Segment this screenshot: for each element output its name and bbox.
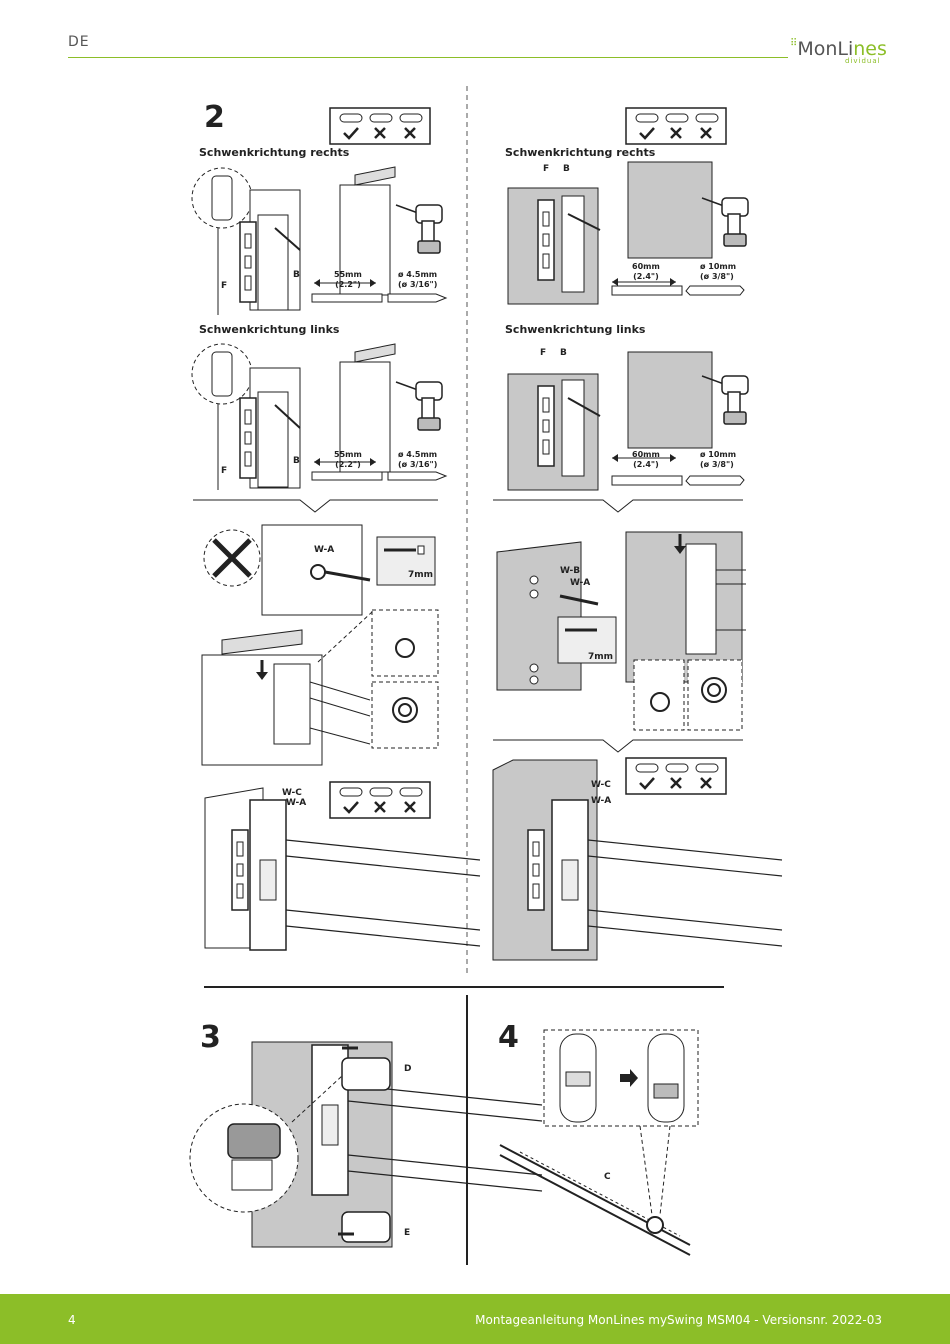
swivel-left-heading-concrete: Schwenkrichtung links [505,323,646,336]
swivel-right-heading-wood: Schwenkrichtung rechts [199,146,350,159]
brand-main: MonLi [797,38,854,60]
screw-wb-label: W-B [560,566,581,576]
instruction-illustrations [189,86,783,1265]
page-number: 4 [68,1313,76,1327]
language-code: DE [68,34,90,50]
concrete-distance: 60mm(2.4") [632,262,660,281]
footer-bar [0,1294,950,1344]
wood-drill-size-left: ø 4.5mm(ø 3/16") [398,450,438,469]
depth-label: 7mm [408,570,434,580]
screw-wc-label-concrete: W-C [591,780,611,790]
wood-drill-size: ø 4.5mm(ø 3/16") [398,270,438,289]
label-f: F [221,281,228,291]
brand-accent: nes [853,38,887,60]
screw-wa-label-concrete-final: W-A [591,796,612,806]
step-4-number: 4 [498,1020,519,1055]
label-d: D [404,1064,412,1074]
swivel-left-heading-wood: Schwenkrichtung links [199,323,340,336]
label-f-concrete: F [543,164,550,174]
concrete-distance-left: 60mm(2.4") [632,450,660,469]
label-b-left: B [293,456,300,466]
screw-wa-label: W-A [314,545,335,555]
wood-distance: 55mm(2.2") [334,270,362,289]
label-b-concrete: B [563,164,570,174]
step-3-number: 3 [200,1020,221,1055]
brand-subline: dividual [845,57,881,65]
footer-text: Montageanleitung MonLines mySwing MSM04 … [475,1313,882,1327]
logo-dots-icon: ⠿ [790,38,798,49]
label-b-concrete-left: B [560,348,567,358]
wood-distance-left: 55mm(2.2") [334,450,362,469]
header-rule [68,57,788,58]
brand-logo: ⠿MonLines [790,38,887,60]
concrete-drill-size: ø 10mm(ø 3/8") [700,262,737,281]
swivel-right-heading-concrete: Schwenkrichtung rechts [505,146,656,159]
screw-wa-label-concrete: W-A [570,578,591,588]
step-2-number: 2 [204,100,225,135]
label-f-left: F [221,466,228,476]
label-b: B [293,270,300,280]
label-e: E [404,1228,411,1238]
screw-wa-label-final: W-A [286,798,307,808]
screw-wc-label: W-C [282,788,302,798]
label-c: C [604,1172,611,1182]
label-f-concrete-left: F [540,348,547,358]
concrete-drill-size-left: ø 10mm(ø 3/8") [700,450,737,469]
depth-label-concrete: 7mm [588,652,614,662]
